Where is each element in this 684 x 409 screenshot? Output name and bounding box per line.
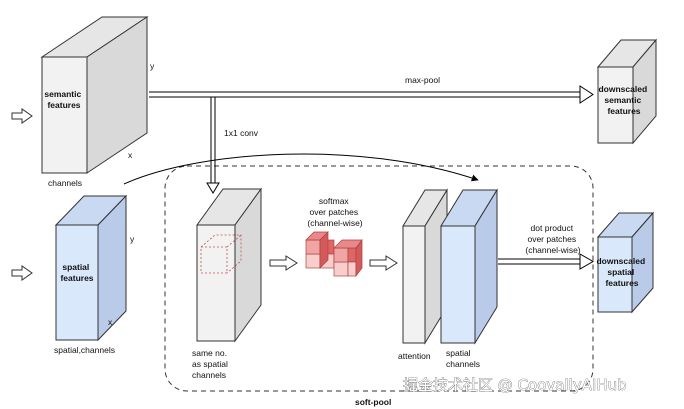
soft-pool-label: soft-pool xyxy=(355,397,391,407)
soft-pool-region xyxy=(164,165,594,392)
spatial-channels-label: spatial channels xyxy=(446,348,480,369)
conv-output-block xyxy=(196,187,262,343)
spatial-channels-label: spatial,channels xyxy=(54,345,115,355)
semantic-x-axis-label: x xyxy=(128,150,133,160)
softmax-patches xyxy=(305,231,363,278)
spatial-curve-arrow xyxy=(123,153,479,185)
max-pool-arrowhead xyxy=(579,85,594,104)
attention-block xyxy=(402,188,448,345)
patch-cube-outline xyxy=(200,234,242,274)
downscaled-spatial-label: downscaled spatial features xyxy=(596,256,647,288)
softmax-input-arrow xyxy=(269,255,298,271)
downscaled-semantic-label: downscaled semantic features xyxy=(598,84,649,116)
attention-label: attention xyxy=(398,351,431,361)
spatial-input-arrow xyxy=(11,265,33,281)
spatial-y-axis-label: y xyxy=(130,234,135,244)
max-pool-label: max-pool xyxy=(405,75,440,85)
watermark-text: 掘金技术社区 @ CoovallyAIHub xyxy=(403,376,627,394)
same-no-label: same no. as spatial channels xyxy=(192,348,230,380)
semantic-features-block xyxy=(40,16,149,174)
dot-product-arrowhead xyxy=(579,253,595,270)
softmax-label: softmax over patches (channel-wise) xyxy=(307,196,362,228)
attention-input-arrow xyxy=(369,255,398,271)
conv-arrowhead xyxy=(206,182,220,194)
semantic-features-label: semantic features xyxy=(44,89,83,110)
downscaled-semantic-block xyxy=(596,38,658,145)
spatial-features-label: spatial features xyxy=(60,262,93,283)
spatial-x-axis-label: x xyxy=(108,317,113,327)
semantic-input-arrow xyxy=(11,108,33,124)
downscaled-spatial-block xyxy=(596,211,655,314)
spatial-channels-block xyxy=(440,188,498,345)
conv-label: 1x1 conv xyxy=(224,128,259,138)
spatial-features-block xyxy=(54,194,128,342)
semantic-channels-label: channels xyxy=(48,178,82,188)
dot-product-label: dot product over patches (channel-wise) xyxy=(525,223,580,255)
semantic-y-axis-label: y xyxy=(150,61,155,71)
